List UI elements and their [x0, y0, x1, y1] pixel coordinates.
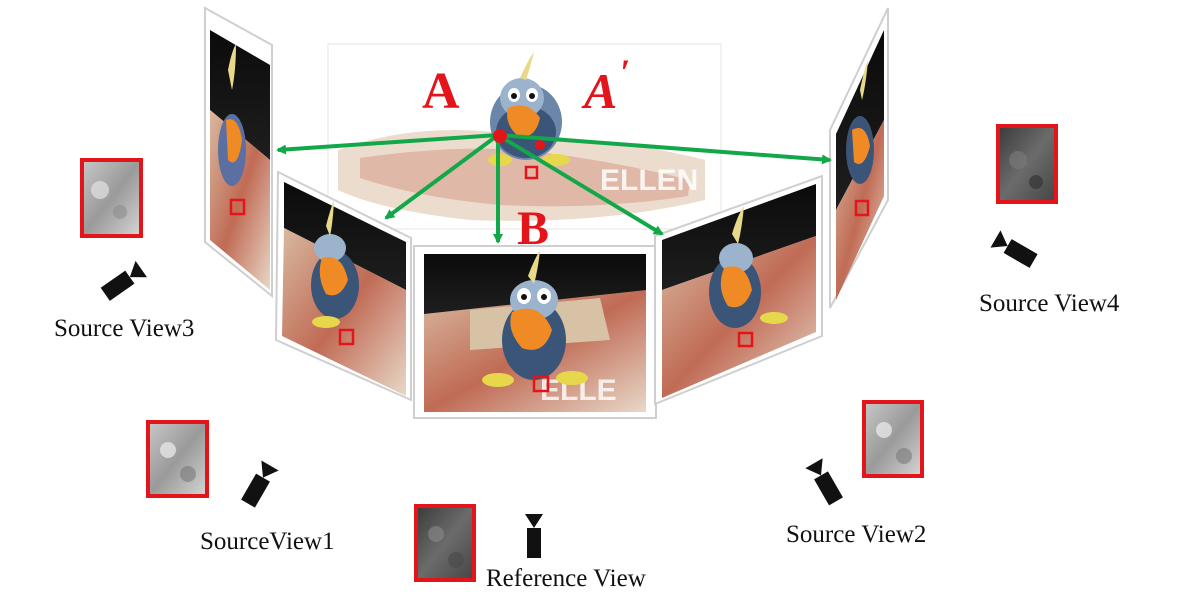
reference-view-patch-box: [532, 375, 550, 393]
reference-view-camera-icon: [525, 514, 543, 558]
ray-to-source-view2: [496, 133, 664, 236]
caption-source-view2: Source View2: [786, 521, 926, 548]
caption-reference-view: Reference View: [486, 565, 646, 592]
source-view4-camera-icon: [990, 230, 1038, 268]
point-a-marker-icon: [493, 129, 507, 143]
patch-source-view2: [862, 400, 924, 478]
source-view1-camera-icon: [241, 460, 279, 508]
ray-to-source-view1: [384, 133, 500, 220]
source-view2-camera-icon: [805, 458, 843, 506]
source-view3-image: [204, 6, 273, 299]
ray-to-source-view3: [276, 133, 499, 155]
point-a-prime-marker-icon: [535, 140, 545, 150]
patch-source-view4: [996, 124, 1058, 204]
point-b-patch-box: [524, 165, 539, 180]
caption-source-view1: SourceView1: [200, 528, 335, 555]
source-view4-patch-box: [854, 199, 870, 217]
source-view2-image: [654, 174, 823, 406]
label-point-b: B: [517, 202, 549, 255]
label-point-a: A: [422, 63, 460, 120]
projection-rays: [276, 133, 832, 244]
caption-source-view3: Source View3: [54, 315, 194, 342]
patch-source-view3: [80, 158, 143, 238]
patch-source-view1: [146, 420, 209, 498]
source-view4-image: [829, 7, 889, 309]
label-prime-mark: ′: [620, 52, 630, 92]
source-view3-camera-icon: [100, 260, 148, 301]
source-view2-patch-box: [737, 331, 754, 348]
caption-source-view4: Source View4: [979, 290, 1120, 317]
patch-reference-view: [414, 504, 476, 582]
label-point-a-prime: A: [581, 63, 617, 119]
reference-view-image: ELLE: [413, 245, 657, 419]
svg-text:ELLEN: ELLEN: [600, 164, 698, 197]
source-view1-patch-box: [338, 328, 355, 346]
source-view3-patch-box: [229, 198, 246, 216]
ray-to-source-view4: [497, 133, 832, 165]
source-view1-image: [274, 170, 412, 402]
